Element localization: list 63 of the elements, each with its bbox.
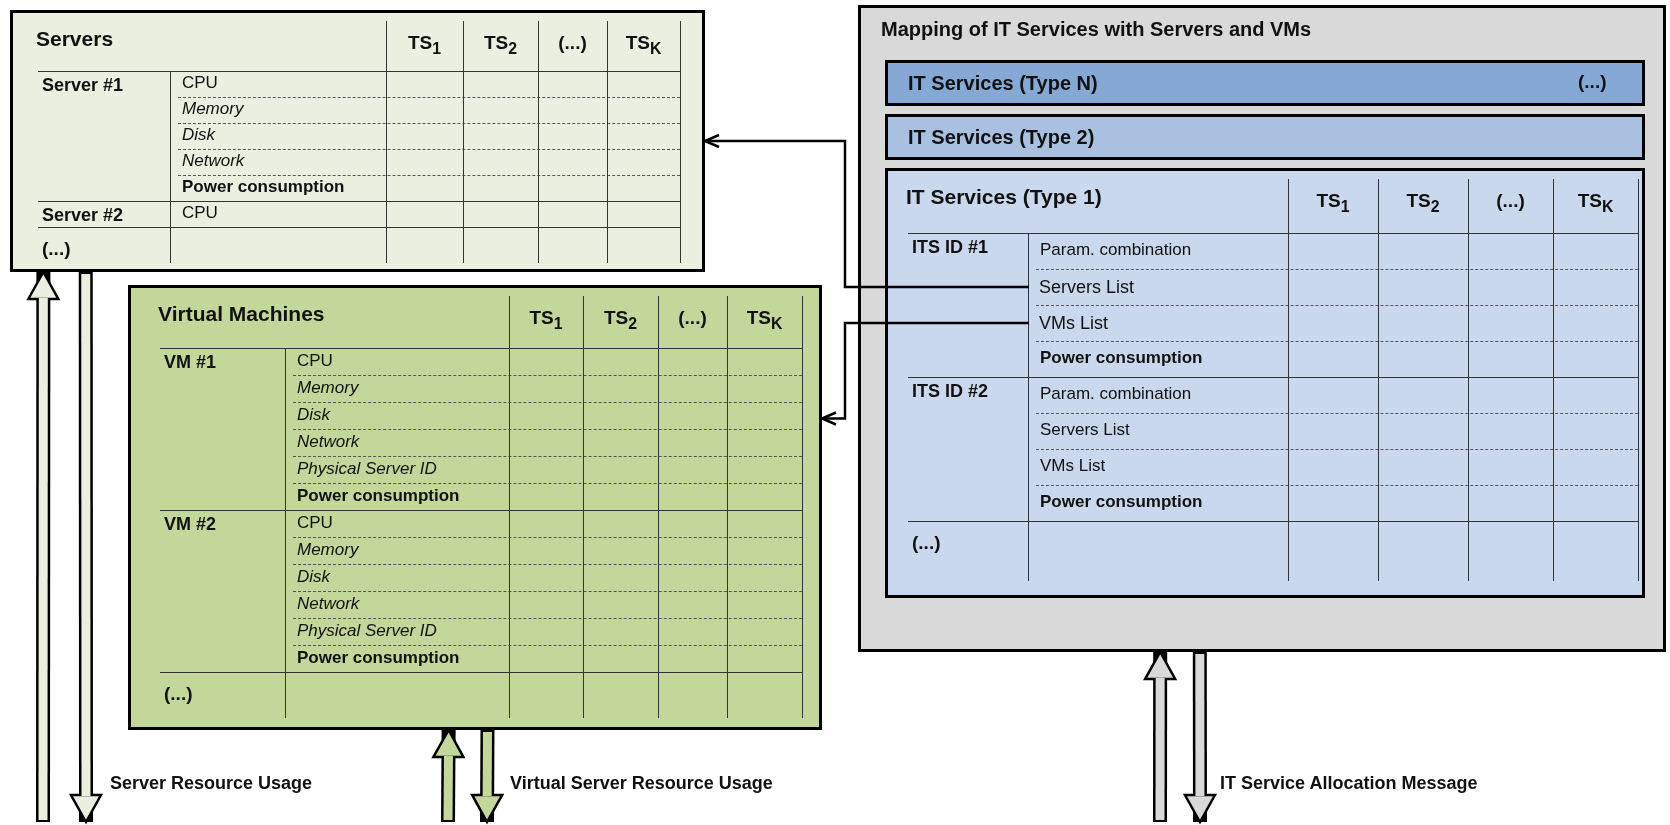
column-header: TS$_{K}$ bbox=[624, 33, 663, 58]
row-label: Network bbox=[297, 594, 360, 614]
column-header: TS$_{2}$ bbox=[482, 33, 519, 58]
arrow-label: Virtual Server Resource Usage bbox=[510, 773, 773, 794]
ellipsis-label: (...) bbox=[1578, 72, 1607, 93]
column-header: TS$_{2}$ bbox=[602, 308, 639, 333]
column-header: TS$_{K}$ bbox=[1576, 191, 1615, 216]
panel bbox=[885, 60, 1645, 106]
row-group-label: ITS ID #2 bbox=[912, 382, 989, 402]
row-label: Memory bbox=[297, 540, 359, 560]
panel-title: IT Services (Type N) bbox=[908, 72, 1098, 94]
table-title: Servers bbox=[36, 27, 114, 51]
row-label: CPU bbox=[182, 74, 218, 93]
arrow-label: Server Resource Usage bbox=[110, 773, 313, 794]
column-header: (...) bbox=[677, 308, 708, 329]
row-group-label: Server #1 bbox=[42, 76, 124, 96]
row-label: Network bbox=[182, 152, 245, 171]
panel-title: IT Services (Type 2) bbox=[908, 126, 1095, 148]
row-label: Disk bbox=[297, 405, 331, 425]
row-group-label: ITS ID #1 bbox=[912, 238, 989, 258]
row-label: Power consumption bbox=[182, 178, 345, 197]
panel bbox=[858, 5, 1666, 652]
row-group-label: VM #1 bbox=[164, 353, 217, 373]
row-label: Memory bbox=[182, 100, 244, 119]
row-label: Servers List bbox=[1029, 270, 1287, 304]
row-label: VMs List bbox=[1029, 306, 1287, 340]
row-label: Disk bbox=[182, 126, 216, 145]
ellipsis-label: (...) bbox=[912, 533, 941, 554]
column-header: TS$_{2}$ bbox=[1405, 191, 1441, 216]
row-label: Physical Server ID bbox=[297, 459, 437, 479]
row-label: Network bbox=[297, 432, 360, 452]
row-label: Param. combination bbox=[1040, 385, 1192, 404]
column-header: (...) bbox=[1495, 191, 1526, 212]
row-label: Power consumption bbox=[1040, 493, 1203, 512]
column-header: TS$_{1}$ bbox=[528, 308, 564, 333]
row-label: Memory bbox=[297, 378, 359, 398]
table-title: IT Services (Type 1) bbox=[906, 185, 1102, 209]
arrow-label: IT Service Allocation Message bbox=[1220, 773, 1478, 794]
row-label: CPU bbox=[297, 351, 333, 371]
ellipsis-label: (...) bbox=[164, 684, 193, 705]
data-table-panel bbox=[128, 285, 822, 730]
table-title: Virtual Machines bbox=[158, 302, 325, 326]
data-table-panel bbox=[885, 168, 1645, 598]
column-header: TS$_{1}$ bbox=[1315, 191, 1351, 216]
data-table-panel bbox=[10, 10, 705, 272]
row-label: CPU bbox=[297, 513, 333, 533]
column-header: TS$_{1}$ bbox=[406, 33, 443, 58]
row-label: Power consumption bbox=[297, 648, 460, 668]
row-label: Power consumption bbox=[1040, 349, 1203, 368]
panel-title: Mapping of IT Services with Servers and VMs bbox=[881, 18, 1312, 40]
row-label: Physical Server ID bbox=[297, 621, 437, 641]
row-label: VMs List bbox=[1040, 457, 1106, 476]
column-header: TS$_{K}$ bbox=[745, 308, 784, 333]
row-group-label: VM #2 bbox=[164, 515, 217, 535]
row-group-label: Server #2 bbox=[42, 206, 124, 226]
ellipsis-label: (...) bbox=[42, 239, 71, 260]
row-label: Servers List bbox=[1040, 421, 1130, 440]
row-label: Power consumption bbox=[297, 486, 460, 506]
row-label: CPU bbox=[182, 204, 218, 223]
row-label: Param. combination bbox=[1040, 241, 1192, 260]
column-header: (...) bbox=[557, 33, 588, 54]
row-label: Disk bbox=[297, 567, 331, 587]
panel bbox=[885, 114, 1645, 160]
